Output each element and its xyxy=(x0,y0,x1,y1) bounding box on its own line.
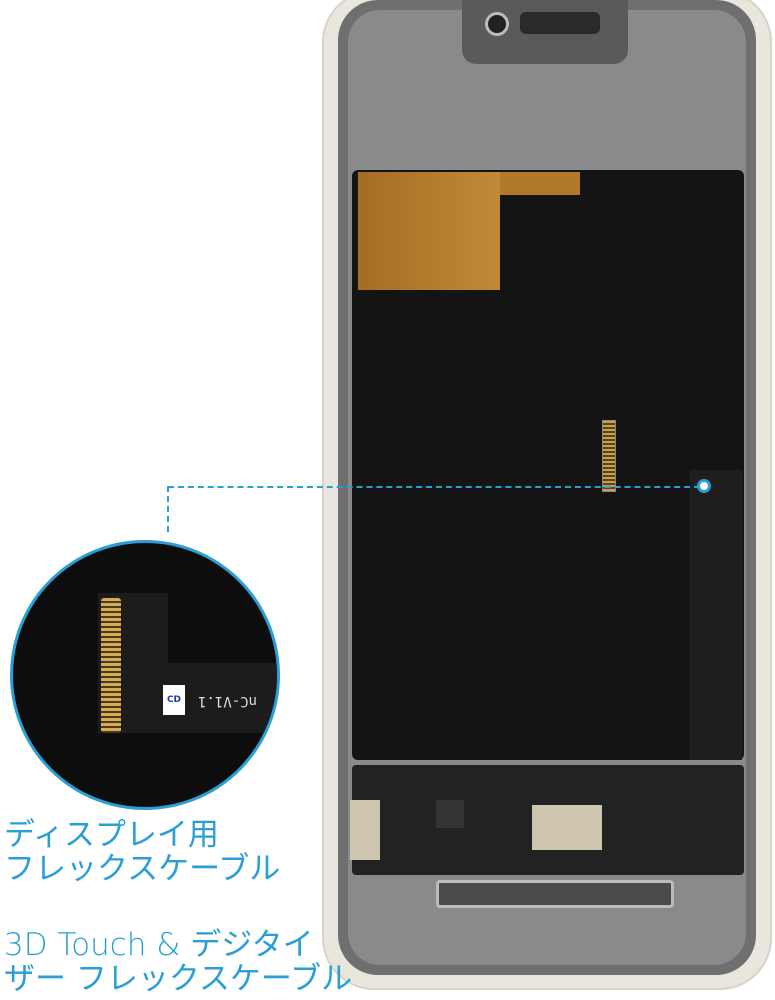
display-flex-caption: ディスプレイ用 フレックスケーブル xyxy=(4,818,280,886)
zoom-connector-label: CD xyxy=(163,685,185,715)
caption-line: ザー フレックスケーブル xyxy=(4,961,353,997)
digitizer-flex xyxy=(690,470,742,760)
callout-dot xyxy=(697,479,711,493)
zoom-connector xyxy=(101,598,121,733)
copper-shield-top xyxy=(500,172,580,195)
zoom-callout-circle: CD nC-V1.1 xyxy=(10,540,280,810)
chip xyxy=(350,800,380,860)
zoom-flex-marking: nC-V1.1 xyxy=(198,693,258,709)
zoom-flex-cable-tail xyxy=(98,663,277,733)
chip xyxy=(436,800,464,828)
caption-line: 3D Touch & デジタイ xyxy=(4,927,314,963)
face-id-sensor xyxy=(520,12,600,34)
callout-line xyxy=(168,486,700,488)
front-camera xyxy=(485,12,509,36)
caption-line: ディスプレイ用 xyxy=(4,817,219,853)
display-flex-connector xyxy=(602,420,616,492)
caption-line: フレックスケーブル xyxy=(4,851,281,887)
copper-shield xyxy=(358,172,500,290)
bottom-bracket xyxy=(436,880,674,908)
chip xyxy=(532,805,602,850)
callout-line-vertical xyxy=(167,486,169,532)
touch-flex-caption: 3D Touch & デジタイ ザー フレックスケーブル xyxy=(4,928,352,996)
